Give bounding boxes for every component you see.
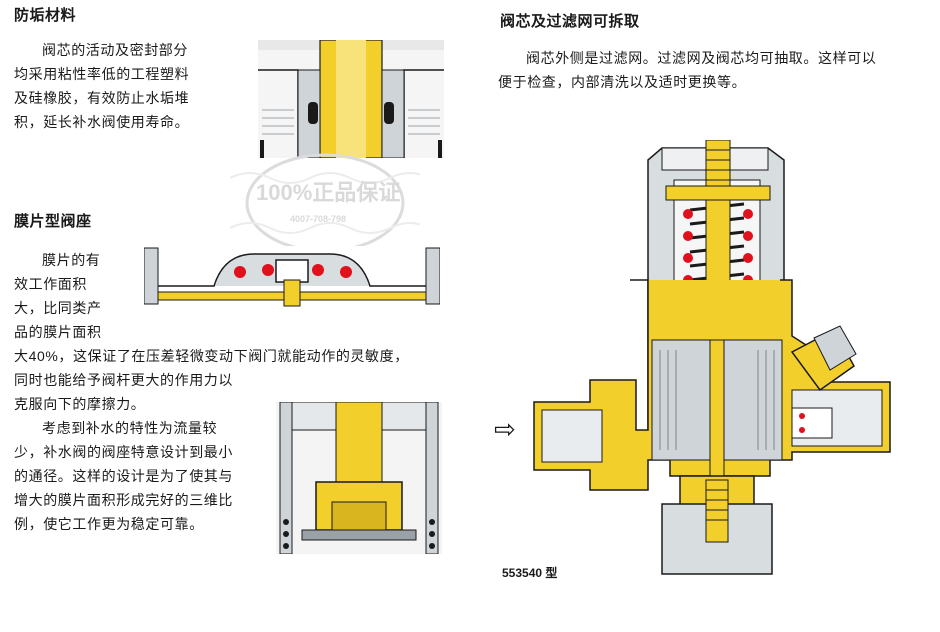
text-line: 膜片的有 [42,252,101,268]
text-line: 考虑到补水的特性为流量较 [42,420,218,436]
watermark-text: 100%正品保证 [256,180,400,205]
seat-detail-figure [276,402,442,554]
text-line: 少，补水阀的阀座特意设计到最小 [14,444,233,460]
section-title-removable: 阀芯及过滤网可拆取 [500,13,640,30]
inlet-flow-arrow-icon: ⇨ [494,414,516,444]
diaphragm-text-wide: 大40%，这保证了在压差轻微变动下阀门就能动作的灵敏度， 同时也能给予阀杆更大的… [14,344,454,416]
text-line: 及硅橡胶，有效防止水垢堆 [14,90,190,106]
text-line: 的通径。这样的设计是为了使其与 [14,468,233,484]
text-line: 大，比同类产 [14,300,102,316]
text-line: 积，延长补水阀使用寿命。 [14,114,190,130]
watermark-phone: 4007-708-798 [290,214,346,224]
text-line: 增大的膜片面积形成完好的三维比 [14,492,233,508]
text-line: 例，使它工作更为稳定可靠。 [14,516,204,532]
text-line: 阀芯外侧是过滤网。过滤网及阀芯均可抽取。这样可以 [526,50,877,66]
text-line: 大40%，这保证了在压差轻微变动下阀门就能动作的灵敏度， [14,348,409,364]
text-line: 便于检查，内部清洗以及适时更换等。 [498,74,747,90]
diaphragm-text-narrow: 膜片的有 效工作面积 大，比同类产 品的膜片面积 [14,248,154,344]
text-line: 效工作面积 [14,276,87,292]
text-line: 均采用粘性率低的工程塑料 [14,66,190,82]
anti-scale-text: 阀芯的活动及密封部分 均采用粘性率低的工程塑料 及硅橡胶，有效防止水垢堆 积，延… [14,38,234,134]
valve-cross-section-figure [533,140,891,575]
seal-detail-figure [258,40,444,158]
text-line: 阀芯的活动及密封部分 [42,42,188,58]
removable-text: 阀芯外侧是过滤网。过滤网及阀芯均可抽取。这样可以 便于检查，内部清洗以及适时更换… [498,46,930,94]
text-line: 克服向下的摩擦力。 [14,396,146,412]
diaphragm-detail-figure [144,246,440,310]
section-title-diaphragm: 膜片型阀座 [14,213,92,230]
model-caption: 553540 型 [502,566,558,580]
text-line: 品的膜片面积 [14,324,102,340]
section-title-anti-scale: 防垢材料 [14,7,77,24]
authenticity-watermark: 100%正品保证 4007-708-798 [230,153,420,253]
seat-text: 考虑到补水的特性为流量较 少，补水阀的阀座特意设计到最小 的通径。这样的设计是为… [14,416,278,536]
text-line: 同时也能给予阀杆更大的作用力以 [14,372,233,388]
